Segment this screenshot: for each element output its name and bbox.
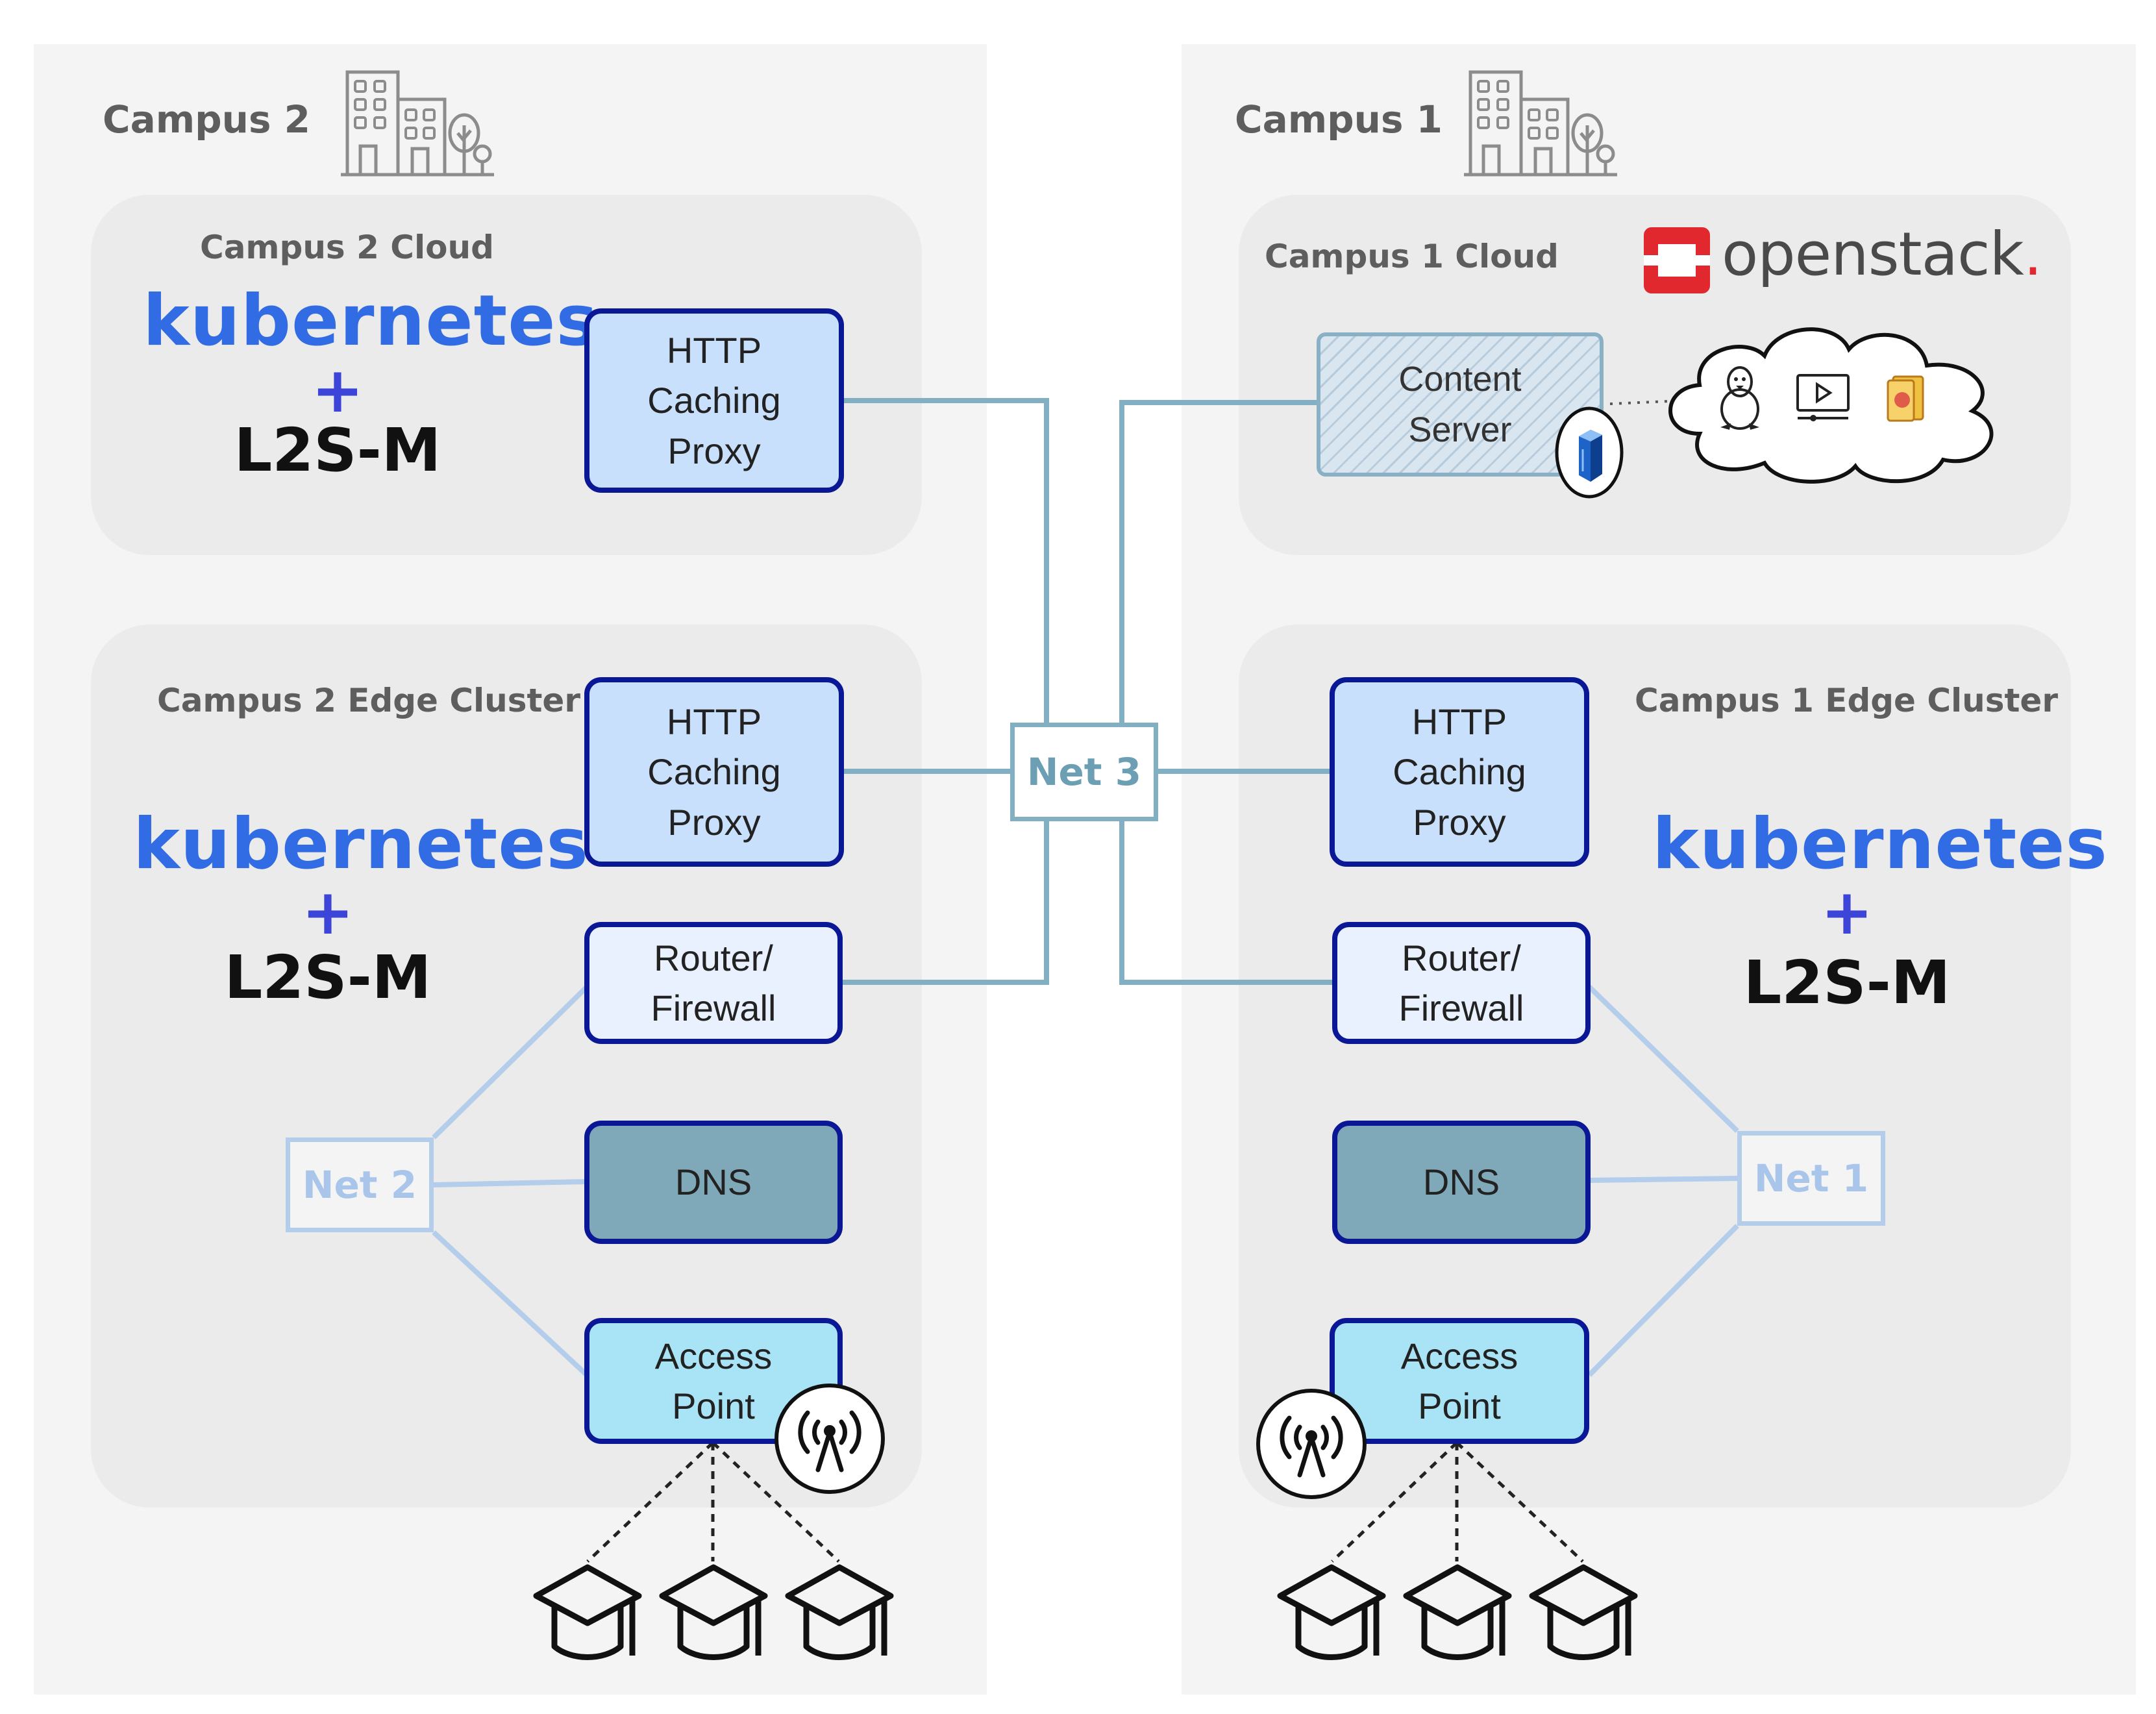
node-label: Access Point	[1400, 1335, 1518, 1426]
campus-2-cloud-http-caching-proxy[interactable]: HTTP Caching Proxy	[584, 308, 844, 493]
net-1-switch: Net 1	[1737, 1131, 1885, 1226]
campus-1-content-server[interactable]: Content Server	[1317, 332, 1604, 477]
campus-1-cloud-title: Campus 1 Cloud	[1265, 238, 1559, 275]
building-icon	[341, 70, 494, 177]
kubernetes-logo-text: kubernetes	[1652, 804, 2108, 885]
plus-sign: +	[311, 354, 364, 427]
campus-2-access-point[interactable]: Access Point	[584, 1318, 843, 1444]
node-label: HTTP Caching Proxy	[647, 701, 781, 843]
l2sm-logo-text: L2S-M	[224, 943, 432, 1012]
document-icon	[1887, 375, 1924, 422]
net2-links	[432, 985, 589, 1377]
campus-1-edge-http-caching-proxy[interactable]: HTTP Caching Proxy	[1330, 677, 1589, 867]
node-label: DNS	[675, 1161, 752, 1203]
plus-sign: +	[1820, 876, 1874, 949]
net-3-switch: Net 3	[1010, 723, 1158, 821]
graduation-cap-icon	[1277, 1564, 1386, 1660]
graduation-cap-icon	[1529, 1564, 1638, 1660]
plus-sign: +	[301, 876, 354, 949]
kubernetes-logo-text: kubernetes	[143, 280, 599, 362]
graduation-cap-icon	[785, 1564, 894, 1660]
l2sm-logo-text: L2S-M	[1743, 948, 1951, 1017]
kubernetes-logo-text: kubernetes	[133, 804, 589, 885]
campus-1-title: Campus 1	[1235, 97, 1443, 142]
wireless-antenna-icon	[774, 1384, 885, 1494]
graduation-cap-icon	[659, 1564, 768, 1660]
node-label: DNS	[1422, 1161, 1500, 1203]
net-2-switch: Net 2	[286, 1137, 434, 1232]
linux-tux-icon	[1720, 366, 1759, 430]
campus-2-edge-title: Campus 2 Edge Cluster	[157, 682, 581, 719]
campus-1-access-point[interactable]: Access Point	[1330, 1318, 1589, 1444]
openstack-logo-text: openstack.	[1722, 219, 2042, 289]
net3-links	[841, 398, 1332, 985]
video-player-icon	[1796, 374, 1850, 421]
node-label: Content Server	[1398, 359, 1522, 449]
node-label: Router/ Firewall	[1398, 937, 1524, 1028]
campus-2-title: Campus 2	[103, 97, 311, 142]
graduation-cap-icon	[533, 1564, 642, 1660]
building-icon	[1464, 70, 1617, 177]
campus-2-dns[interactable]: DNS	[584, 1121, 843, 1244]
server-to-cloud-link	[1609, 400, 1669, 405]
l2sm-logo-text: L2S-M	[234, 416, 441, 485]
wireless-client-links	[586, 1441, 1584, 1563]
campus-1-dns[interactable]: DNS	[1332, 1121, 1591, 1244]
net1-links	[1587, 985, 1739, 1377]
wireless-antenna-icon	[1256, 1389, 1367, 1499]
graduation-cap-icon	[1403, 1564, 1512, 1660]
node-label: HTTP Caching Proxy	[1393, 701, 1526, 843]
campus-1-router-firewall[interactable]: Router/ Firewall	[1332, 922, 1591, 1044]
campus-2-edge-http-caching-proxy[interactable]: HTTP Caching Proxy	[584, 677, 844, 867]
campus-2-router-firewall[interactable]: Router/ Firewall	[584, 922, 843, 1044]
server-icon	[1555, 406, 1624, 499]
node-label: HTTP Caching Proxy	[647, 330, 781, 471]
cloud-icon	[1668, 327, 1994, 484]
node-label: Router/ Firewall	[651, 937, 776, 1028]
openstack-logo-icon	[1644, 227, 1710, 293]
campus-1-edge-title: Campus 1 Edge Cluster	[1635, 682, 2059, 719]
campus-2-cloud-title: Campus 2 Cloud	[200, 229, 494, 266]
node-label: Access Point	[654, 1335, 773, 1426]
